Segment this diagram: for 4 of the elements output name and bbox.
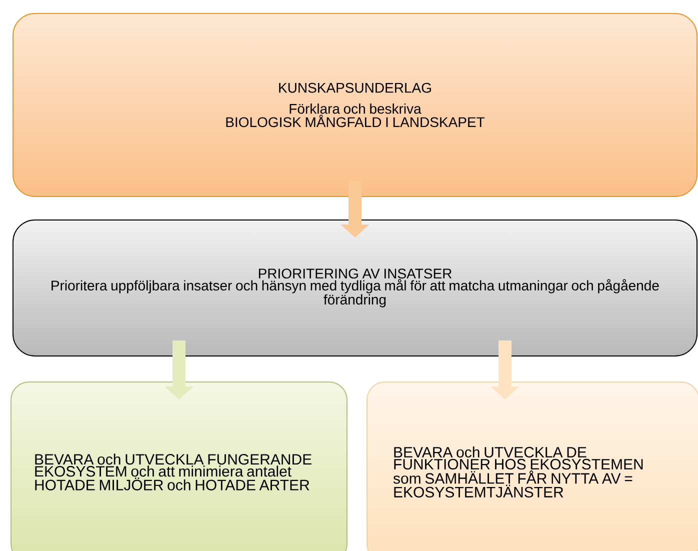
process-box: PRIORITERING AV INSATSER Prioritera uppföljbara insatser och hänsyn med tydliga mål för att matcha utmaningar och pågående förändring [12,220,698,356]
process-box: BEVARA och UTVECKLA FUNGERANDE EKOSYSTEM och att minimiera antalet HOTADE MILJÖER och HOTADE ARTER [10,382,348,551]
process-box: KUNSKAPSUNDERLAG Förklara och beskriva BIOLOGISK MÅNGFALD I LANDSKAPET [12,13,698,197]
process-box: BEVARA och UTVECKLA DE FUNKTIONER HOS EKOSYSTEMEN som SAMHÄLLET FÅR NYTTA AV = EKOSYSTEMTJÄNSTER [366,382,698,551]
